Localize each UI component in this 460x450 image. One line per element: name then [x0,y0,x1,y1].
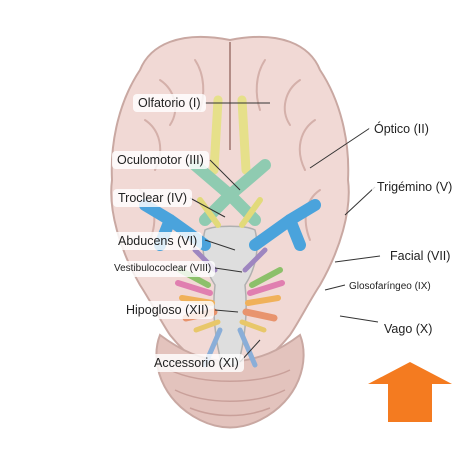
glossopharyngeal-nerve-right [245,295,281,306]
label-facial: Facial (VII) [385,247,456,265]
label-vestibulococlear: Vestibulococlear (VIII) [110,261,216,277]
label-troclear: Troclear (IV) [113,189,192,207]
oculomotor-nerve-left [197,197,221,228]
abducens-nerve-right [242,247,268,273]
label-abducens: Abducens (VI) [113,232,203,250]
label-trigemino: Trigémino (V) [372,178,458,196]
olfactory-nerve-left [209,95,223,175]
vestibulocochlear-nerve-right [247,280,285,296]
olfactory-nerve-right [237,95,251,175]
up-arrow-icon[interactable] [368,362,452,422]
vestibulocochlear-nerve-left [175,280,213,296]
accessory-nerve-right [237,327,258,368]
label-optico: Óptico (II) [369,120,434,138]
oculomotor-nerve-right [239,197,263,228]
label-vago: Vago (X) [379,320,438,338]
label-oculomotor: Oculomotor (III) [112,151,209,169]
label-accessorio: Accessorio (XI) [149,354,244,372]
label-hipogloso: Hipogloso (XII) [121,301,214,319]
leader-lines [189,102,381,363]
trigeminal-nerve-right [249,199,321,251]
facial-nerve-right [249,267,283,288]
label-glosofaringeo: Glosofaríngeo (IX) [345,279,435,295]
hypoglossal-nerve-left [193,319,221,333]
cerebellar-folia [169,369,291,417]
label-olfatorio: Olfatorio (I) [133,94,206,112]
hypoglossal-nerve-right [239,319,267,333]
vagus-nerve-right [242,308,278,322]
